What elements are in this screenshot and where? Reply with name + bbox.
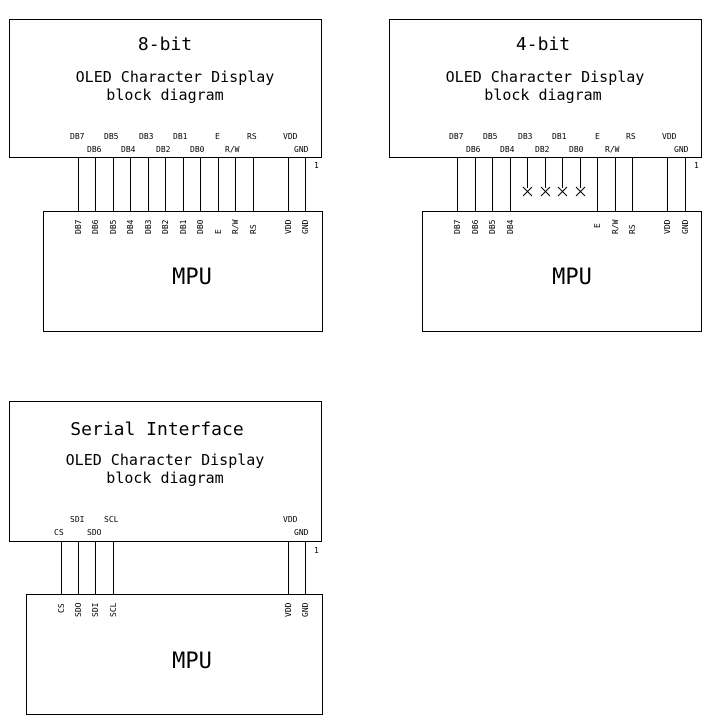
mpu-pin-label: DB2 (161, 219, 170, 234)
no-connect-mark (522, 186, 533, 197)
oled-display-box (389, 19, 702, 158)
display-pin-label: DB7 (449, 132, 464, 141)
no-connect-mark (575, 186, 586, 197)
display-pin-label: DB2 (535, 145, 550, 154)
display-pin-label: DB7 (70, 132, 85, 141)
mpu-pin-label: SDO (74, 602, 83, 617)
mpu-pin-label: DB5 (488, 219, 497, 234)
display-pin-label: DB5 (104, 132, 119, 141)
connection-wires (61, 542, 306, 594)
mpu-box (422, 211, 702, 332)
pin1-marker: 1 (314, 546, 319, 555)
oled-display-box (9, 401, 322, 542)
oled-display-box (9, 19, 322, 158)
mpu-pin-label: VDD (284, 602, 293, 617)
display-pin-label: DB6 (466, 145, 481, 154)
mpu-pin-label: DB0 (196, 219, 205, 234)
no-connect-mark (540, 186, 551, 197)
mpu-pin-label: DB4 (506, 219, 515, 234)
mpu-pin-label: VDD (284, 219, 293, 234)
display-pin-label: E (595, 132, 600, 141)
mpu-pin-label: R/W (231, 219, 240, 234)
diagram-title: 8-bit (138, 34, 192, 55)
diagram-4bit: 4-bit OLED Character Display block diagr… (389, 19, 702, 332)
mpu-pin-label: DB7 (453, 219, 462, 234)
connection-wires (457, 158, 686, 211)
display-pin-label: GND (674, 145, 689, 154)
display-pin-label: GND (294, 145, 309, 154)
mpu-pin-label: E (593, 223, 602, 228)
display-pin-label: SDI (70, 515, 85, 524)
display-pin-label: DB4 (121, 145, 136, 154)
mpu-pin-label: R/W (611, 219, 620, 234)
diagram-subtitle-line1: OLED Character Display (446, 68, 645, 86)
mpu-pin-label: RS (628, 224, 637, 234)
mpu-pin-label: DB1 (179, 219, 188, 234)
mpu-pin-label: SDI (91, 602, 100, 617)
pin1-marker: 1 (694, 161, 699, 170)
display-pin-label: DB5 (483, 132, 498, 141)
display-pin-label: DB4 (500, 145, 515, 154)
mpu-pin-label: GND (681, 219, 690, 234)
display-pin-label: DB1 (173, 132, 188, 141)
display-pin-label: VDD (283, 132, 298, 141)
display-pin-label: VDD (283, 515, 298, 524)
unconnected-pin-marks (522, 186, 586, 197)
mpu-label: MPU (172, 649, 212, 674)
mpu-pin-label: E (214, 229, 223, 234)
mpu-pin-label: DB5 (109, 219, 118, 234)
pin1-marker: 1 (314, 161, 319, 170)
display-pin-label: DB0 (190, 145, 205, 154)
mpu-box (26, 594, 323, 715)
display-pin-label: CS (54, 528, 64, 537)
display-pin-label: DB1 (552, 132, 567, 141)
diagram-subtitle-line1: OLED Character Display (66, 451, 265, 469)
mpu-pin-label: DB6 (471, 219, 480, 234)
mpu-pin-label: DB4 (126, 219, 135, 234)
diagram-serial: Serial Interface OLED Character Display … (9, 401, 323, 715)
mpu-pin-label: DB6 (91, 219, 100, 234)
mpu-label: MPU (552, 265, 592, 290)
display-pin-label: SCL (104, 515, 119, 524)
diagram-title: 4-bit (516, 34, 570, 55)
display-pin-label: RS (247, 132, 257, 141)
display-pin-label: VDD (662, 132, 677, 141)
mpu-pin-label: VDD (663, 219, 672, 234)
display-pin-label: RS (626, 132, 636, 141)
display-pin-label: DB2 (156, 145, 171, 154)
mpu-label: MPU (172, 265, 212, 290)
mpu-pin-label: GND (301, 219, 310, 234)
display-pin-label: DB3 (518, 132, 533, 141)
display-pin-label: DB6 (87, 145, 102, 154)
diagram-8bit: 8-bit OLED Character Display block diagr… (9, 19, 323, 332)
display-pin-label: GND (294, 528, 309, 537)
diagram-title: Serial Interface (70, 419, 243, 440)
display-pin-label: E (215, 132, 220, 141)
mpu-pin-label: DB3 (144, 219, 153, 234)
display-pin-label: SDO (87, 528, 102, 537)
display-pin-label: R/W (225, 145, 240, 154)
diagram-subtitle-line1: OLED Character Display (76, 68, 275, 86)
mpu-pin-label: DB7 (74, 219, 83, 234)
diagram-subtitle-line2: block diagram (106, 469, 223, 487)
mpu-pin-label: RS (249, 224, 258, 234)
mpu-pin-label: GND (301, 602, 310, 617)
no-connect-mark (557, 186, 568, 197)
diagram-subtitle-line2: block diagram (106, 86, 223, 104)
display-pin-label: DB3 (139, 132, 154, 141)
display-pin-label: R/W (605, 145, 620, 154)
display-pin-label: DB0 (569, 145, 584, 154)
mpu-pin-label: CS (57, 603, 66, 613)
diagram-subtitle-line2: block diagram (484, 86, 601, 104)
mpu-box (43, 211, 323, 332)
connection-wires (78, 158, 306, 211)
mpu-pin-label: SCL (109, 602, 118, 617)
